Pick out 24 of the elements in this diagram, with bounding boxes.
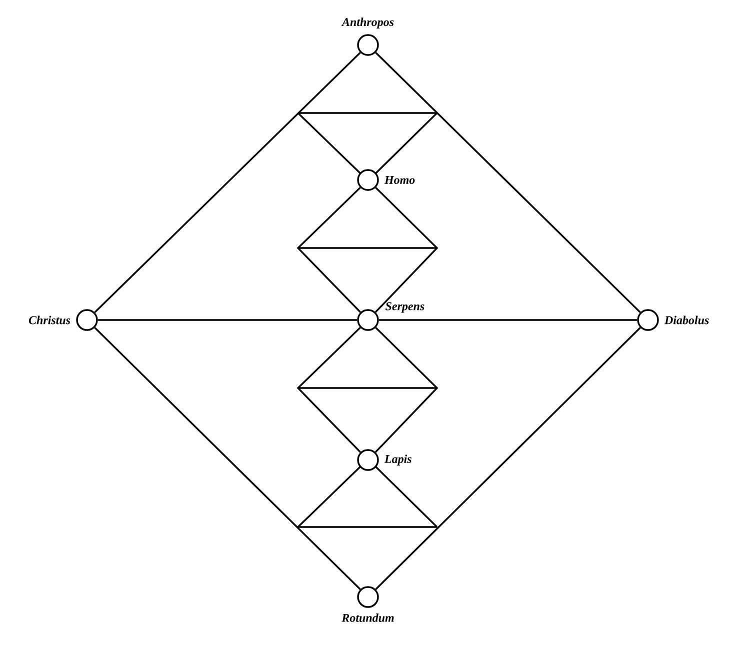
connector-line	[296, 186, 362, 313]
circle-node	[357, 169, 379, 191]
node-label: Diabolus	[663, 314, 710, 326]
circle-node	[637, 309, 659, 331]
connector-line	[375, 52, 641, 313]
connector-line	[378, 319, 638, 321]
circle-node	[76, 309, 98, 331]
connector-line	[296, 326, 362, 453]
node-label: Rotundum	[340, 612, 396, 624]
connector-line	[94, 327, 361, 590]
connector-line	[98, 319, 358, 321]
circle-node	[357, 34, 379, 56]
node-label: Lapis	[383, 453, 414, 467]
node-label: Christus	[27, 314, 72, 326]
circle-node	[357, 449, 379, 471]
node-label: Homo	[383, 174, 416, 186]
circle-node	[357, 309, 379, 331]
connector-line	[374, 327, 438, 453]
node-label: Anthropos	[340, 16, 396, 30]
node-label: Serpens	[384, 300, 426, 314]
connector-line	[94, 52, 361, 314]
circle-node	[357, 586, 379, 608]
connector-line	[374, 187, 438, 313]
connector-line	[375, 327, 641, 590]
